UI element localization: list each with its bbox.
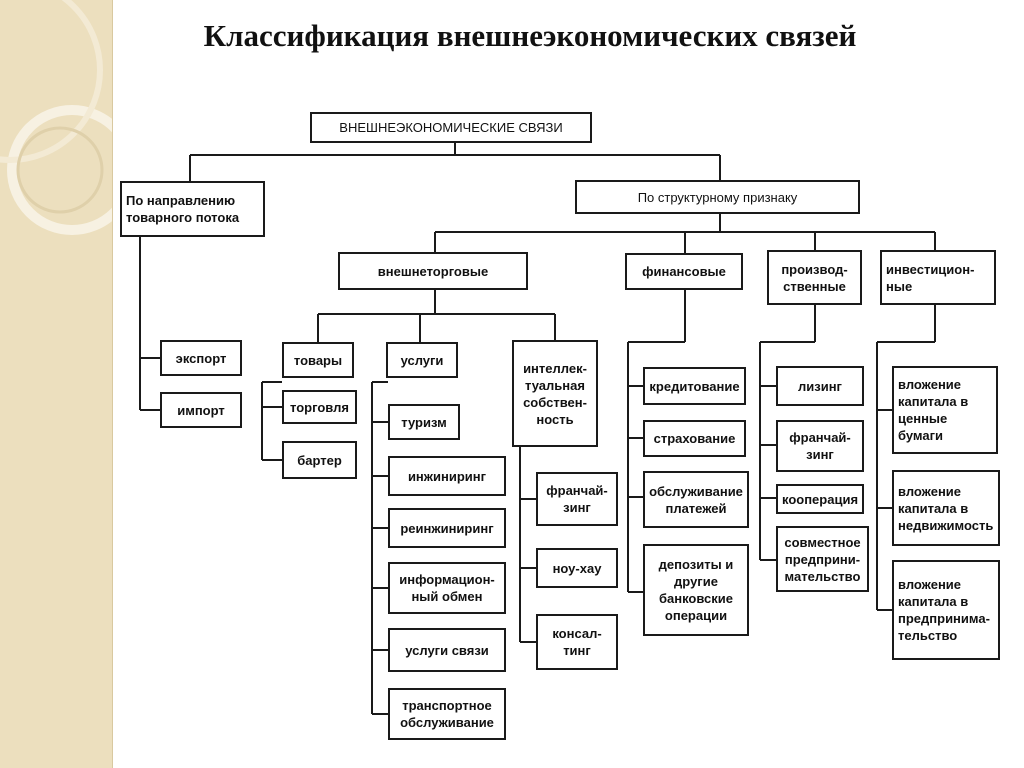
insurance-node: страхование	[643, 420, 746, 457]
decorative-circles	[0, 0, 112, 235]
inv-real-estate-node: вложение капитала в недвижимость	[892, 470, 1000, 546]
leasing-node: лизинг	[776, 366, 864, 406]
consulting-node: консал- тинг	[536, 614, 618, 670]
financial-node: финансовые	[625, 253, 743, 290]
by-structure-node: По структурному признаку	[575, 180, 860, 214]
investment-node: инвестицион- ные	[880, 250, 996, 305]
intellectual-property-node: интеллек- туальная собствен- ность	[512, 340, 598, 447]
services-node: услуги	[386, 342, 458, 378]
trade-node: торговля	[282, 390, 357, 424]
export-node: экспорт	[160, 340, 242, 376]
deposits-node: депозиты и другие банковские операции	[643, 544, 749, 636]
reengineering-node: реинжиниринг	[388, 508, 506, 548]
decorative-sidebar	[0, 0, 113, 768]
by-direction-node: По направлению товарного потока	[120, 181, 265, 237]
slide-title: Классификация внешнеэкономических связей	[203, 18, 857, 53]
franchising-ip-node: франчай- зинг	[536, 472, 618, 526]
franchising-prod-node: франчай- зинг	[776, 420, 864, 472]
joint-venture-node: совместное предприни- мательство	[776, 526, 869, 592]
transport-services-node: транспортное обслуживание	[388, 688, 506, 740]
barter-node: бартер	[282, 441, 357, 479]
production-node: производ- ственные	[767, 250, 862, 305]
communication-services-node: услуги связи	[388, 628, 506, 672]
payment-services-node: обслуживание платежей	[643, 471, 749, 528]
root-node: ВНЕШНЕЭКОНОМИЧЕСКИЕ СВЯЗИ	[310, 112, 592, 143]
info-exchange-node: информацион- ный обмен	[388, 562, 506, 614]
cooperation-node: кооперация	[776, 484, 864, 514]
import-node: импорт	[160, 392, 242, 428]
inv-business-node: вложение капитала в предпринима- тельств…	[892, 560, 1000, 660]
tourism-node: туризм	[388, 404, 460, 440]
engineering-node: инжиниринг	[388, 456, 506, 496]
inv-securities-node: вложение капитала в ценные бумаги	[892, 366, 998, 454]
know-how-node: ноу-хау	[536, 548, 618, 588]
foreign-trade-node: внешнеторговые	[338, 252, 528, 290]
crediting-node: кредитование	[643, 367, 746, 405]
goods-node: товары	[282, 342, 354, 378]
